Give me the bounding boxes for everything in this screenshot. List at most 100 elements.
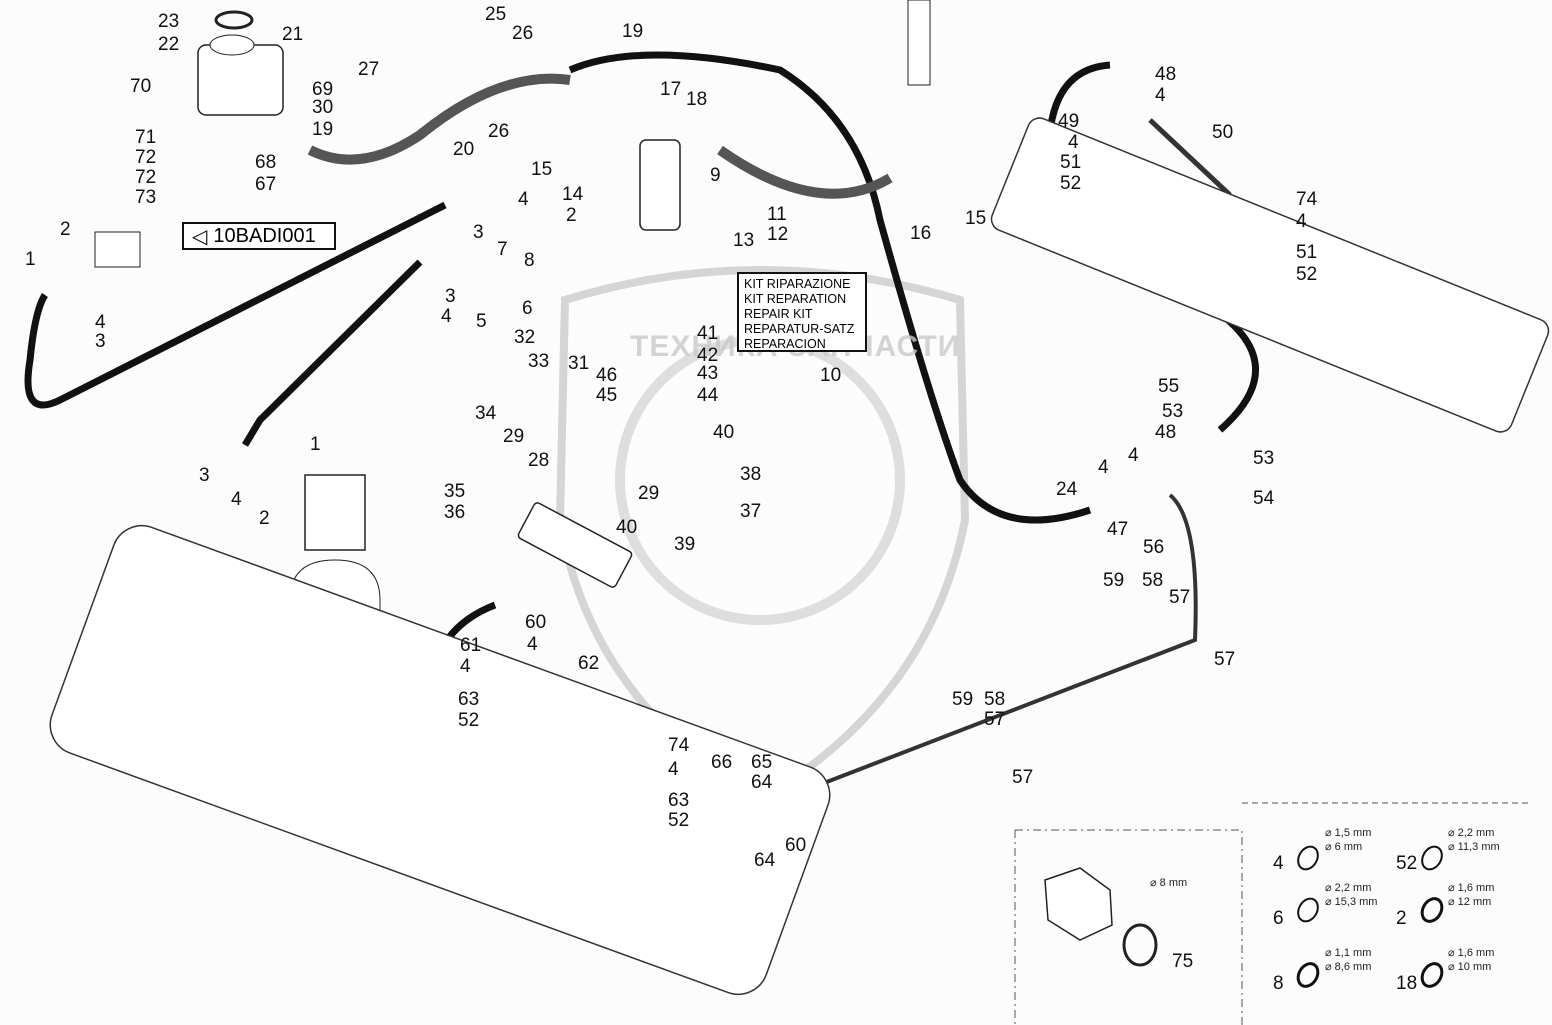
fitting-seal-75 [1122, 923, 1158, 967]
accumulator-block [304, 474, 366, 551]
callout-4: 4 [231, 489, 242, 510]
callout-73: 73 [135, 187, 157, 208]
seal-8 [1296, 962, 1320, 988]
seal-callout: 6 [1273, 908, 1284, 929]
callout-20: 20 [453, 139, 475, 160]
callout-35: 35 [444, 481, 466, 502]
seal-diameter-dimension: ⌀ 10 mm [1448, 961, 1492, 973]
callout-51: 51 [1296, 242, 1318, 263]
repair-kit-box: KIT RIPARAZIONE KIT REPARATION REPAIR KI… [737, 272, 867, 352]
callout-55: 55 [1158, 376, 1180, 397]
callout-32: 32 [514, 327, 536, 348]
callout-36: 36 [444, 502, 466, 523]
callout-31: 31 [568, 353, 590, 374]
callout-53: 53 [1162, 401, 1184, 422]
callout-52: 52 [668, 810, 690, 831]
seal-callout: 52 [1396, 853, 1418, 874]
callout-59: 59 [1103, 570, 1125, 591]
seal-callout: 4 [1273, 853, 1284, 874]
callout-19: 19 [622, 21, 644, 42]
seal-section-dimension: ⌀ 1,6 mm [1448, 947, 1495, 959]
eye-view-icon: ◁ [192, 225, 208, 248]
repair-kit-line: REPARATUR-SATZ [744, 322, 855, 336]
seal-18 [1420, 962, 1444, 988]
callout-15: 15 [531, 159, 553, 180]
callout-22: 22 [158, 34, 180, 55]
callout-45: 45 [596, 385, 618, 406]
callout-40: 40 [616, 517, 638, 538]
callout-19: 19 [312, 119, 334, 140]
seal-section-dimension: ⌀ 1,1 mm [1325, 947, 1372, 959]
callout-43: 43 [697, 363, 719, 384]
repair-kit-line: KIT RIPARAZIONE [744, 277, 851, 291]
callout-17: 17 [660, 79, 682, 100]
callout-4: 4 [668, 759, 679, 780]
seal-callout: 8 [1273, 973, 1284, 994]
seal-52 [1421, 845, 1443, 871]
callout-52: 52 [458, 710, 480, 731]
callout-28: 28 [528, 450, 550, 471]
seal-4 [1297, 845, 1319, 871]
callout-12: 12 [767, 224, 789, 245]
valve-block [94, 231, 141, 268]
reservoir [197, 44, 284, 116]
callout-9: 9 [710, 165, 721, 186]
callout-59: 59 [952, 689, 974, 710]
callout-4: 4 [1068, 132, 1079, 153]
callout-64: 64 [751, 772, 773, 793]
fitting-seal-callout: 75 [1172, 951, 1194, 972]
callout-34: 34 [475, 403, 497, 424]
callout-71: 71 [135, 127, 157, 148]
callout-4: 4 [527, 634, 538, 655]
callout-15: 15 [965, 208, 987, 229]
callout-46: 46 [596, 365, 618, 386]
callout-8: 8 [524, 250, 535, 271]
front-axle [990, 117, 1550, 433]
callout-49: 49 [1058, 111, 1080, 132]
pipe-50 [1148, 118, 1232, 197]
callout-3: 3 [95, 331, 106, 352]
callout-63: 63 [458, 689, 480, 710]
callout-4: 4 [95, 312, 106, 333]
callout-65: 65 [751, 752, 773, 773]
hose-main-top [568, 51, 1092, 524]
repair-kit-callout: 10 [820, 365, 842, 386]
callout-2: 2 [60, 219, 71, 240]
callout-4: 4 [1155, 85, 1166, 106]
seal-diameter-dimension: ⌀ 8,6 mm [1325, 961, 1372, 973]
callout-42: 42 [697, 345, 719, 366]
callout-72: 72 [135, 147, 157, 168]
reference-view-label: 10BADI001 [213, 224, 316, 247]
fitting-nut [1044, 867, 1113, 941]
callout-67: 67 [255, 174, 277, 195]
callout-61: 61 [460, 635, 482, 656]
reservoir-cap [209, 34, 255, 56]
callout-4: 4 [1098, 457, 1109, 478]
callout-52: 52 [1296, 264, 1318, 285]
hose-left-lower [241, 259, 423, 447]
callout-54: 54 [1253, 488, 1275, 509]
callout-3: 3 [445, 286, 456, 307]
callout-11: 11 [767, 204, 787, 225]
seal-section-dimension: ⌀ 2,2 mm [1325, 882, 1372, 894]
seal-callout: 2 [1396, 908, 1407, 929]
callout-48: 48 [1155, 422, 1177, 443]
callout-40: 40 [713, 422, 735, 443]
callout-1: 1 [310, 434, 321, 455]
callout-26: 26 [488, 121, 510, 142]
reservoir-seal [214, 10, 254, 30]
callout-33: 33 [528, 351, 550, 372]
callout-14: 14 [562, 184, 584, 205]
callout-56: 56 [1143, 537, 1165, 558]
repair-kit-line: REPARACION [744, 337, 826, 351]
seal-section-dimension: ⌀ 2,2 mm [1448, 827, 1495, 839]
hose-return-20 [307, 73, 571, 165]
callout-25: 25 [485, 4, 507, 25]
reference-view-box[interactable]: ◁ 10BADI001 [182, 222, 336, 250]
callout-58: 58 [984, 689, 1006, 710]
callout-24: 24 [1056, 479, 1078, 500]
callout-21: 21 [282, 24, 304, 45]
hose-return-16 [717, 145, 893, 199]
callout-72: 72 [135, 167, 157, 188]
